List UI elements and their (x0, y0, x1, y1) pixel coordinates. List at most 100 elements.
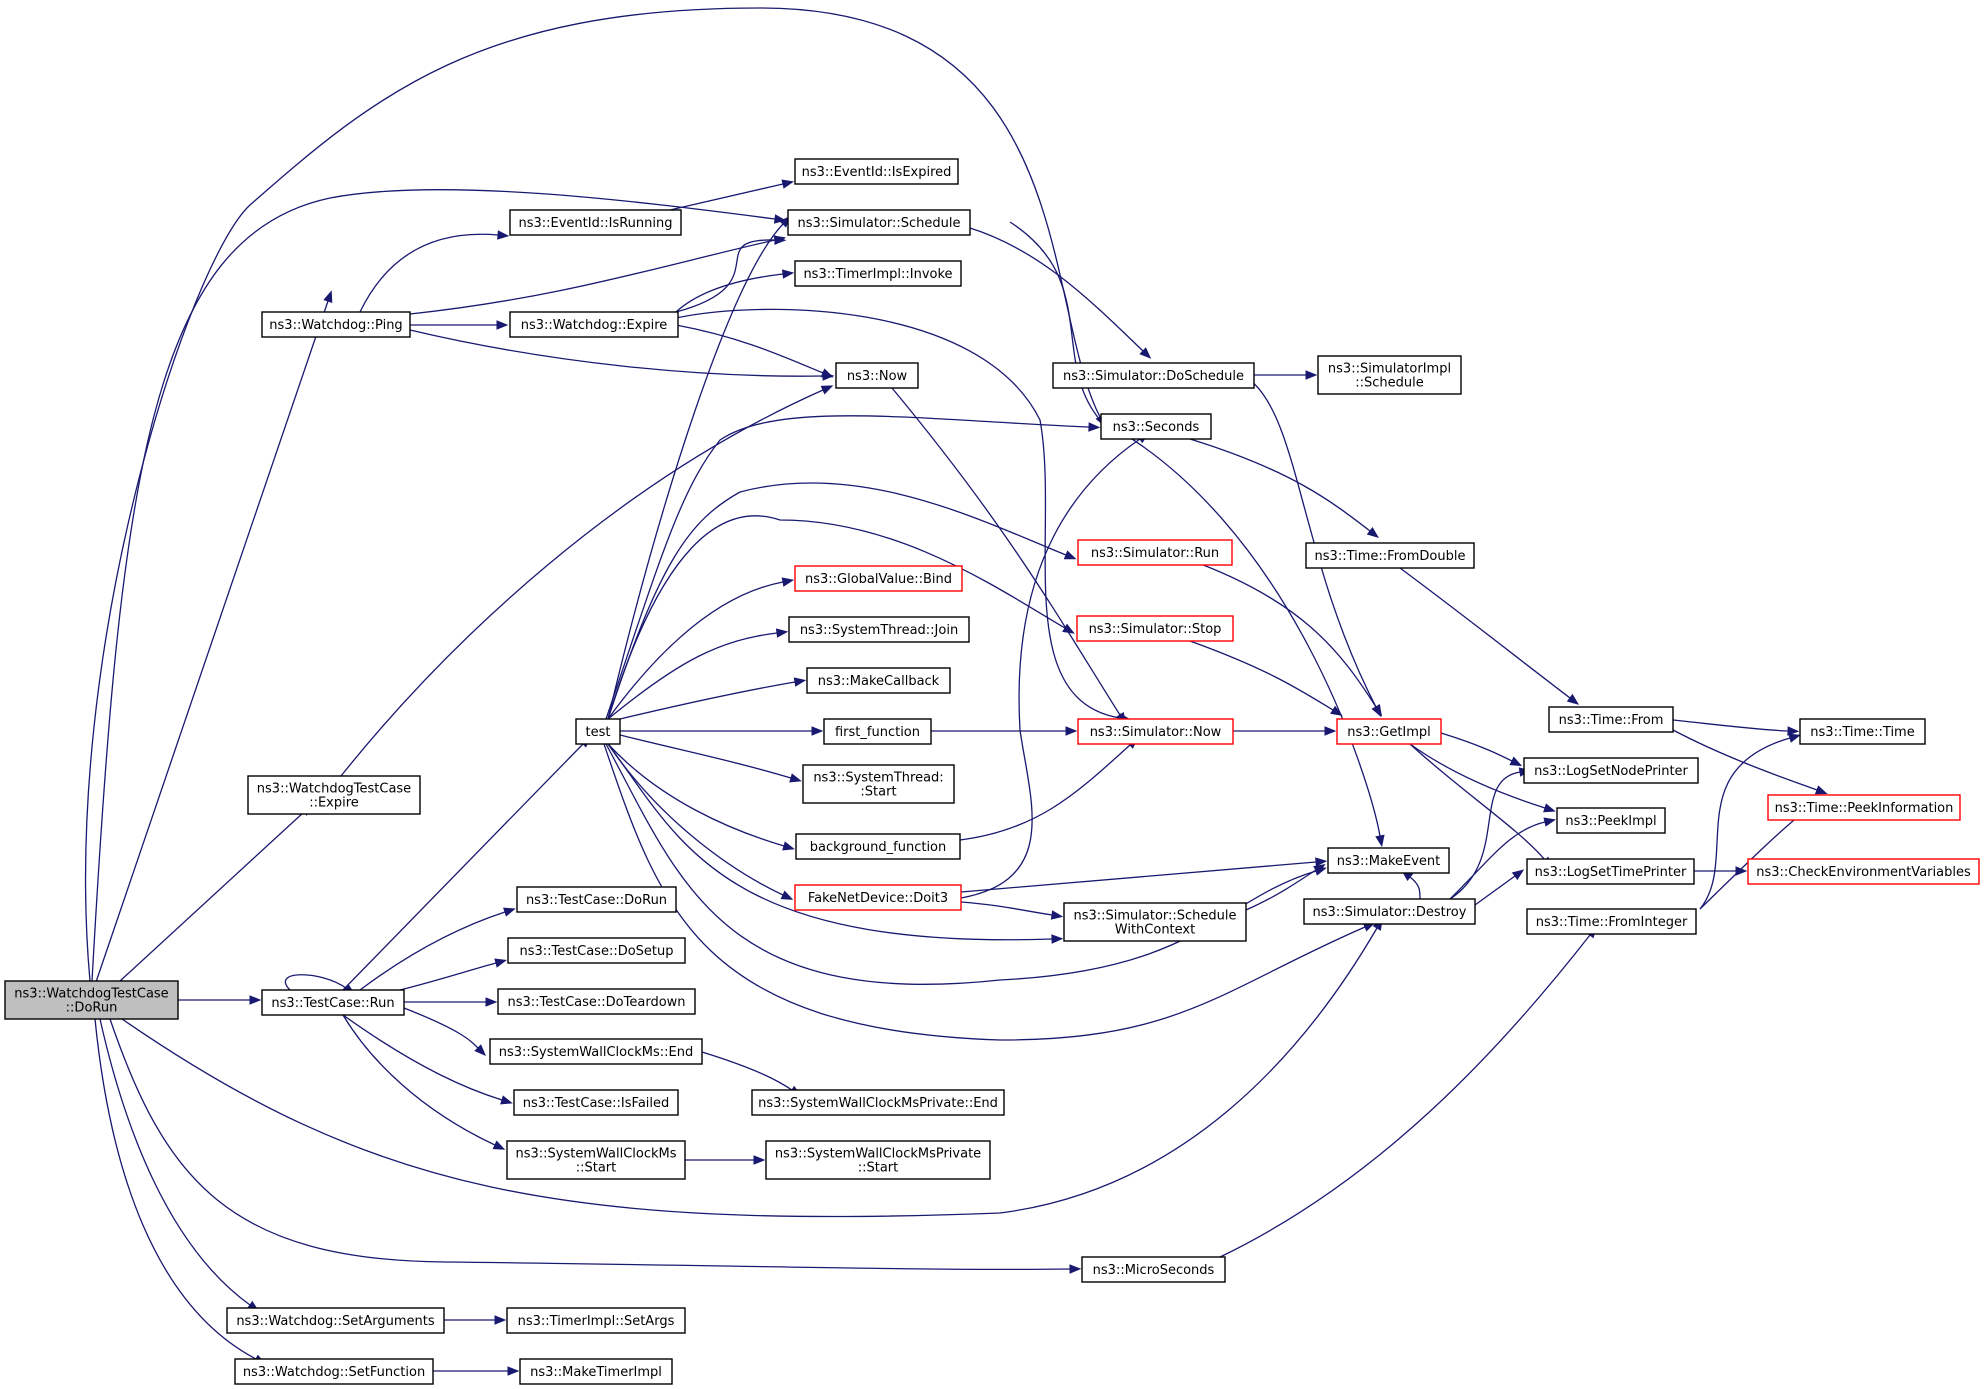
edge-ping-to-is_running (359, 230, 510, 313)
node-label: ns3::CheckEnvironmentVariables (1756, 865, 1971, 880)
node-wtc-expire[interactable]: ns3::WatchdogTestCase::Expire (247, 775, 421, 815)
edge-tc_run-to-swc_end (403, 1007, 487, 1057)
node-seconds[interactable]: ns3::Seconds (1100, 413, 1212, 440)
edge-micro-to-from_integer (1219, 926, 1597, 1258)
node-peek-info[interactable]: ns3::Time::PeekInformation (1767, 794, 1961, 821)
edge-set_args-to-timer_setargs (444, 1315, 507, 1325)
edge-ping-to-sim_schedule (409, 235, 787, 315)
node-peek-impl[interactable]: ns3::PeekImpl (1556, 807, 1666, 834)
node-timer-invoke[interactable]: ns3::TimerImpl::Invoke (794, 260, 962, 287)
node-box (234, 1358, 434, 1385)
node-sim-run[interactable]: ns3::Simulator::Run (1077, 539, 1233, 566)
node-tc-dorun[interactable]: ns3::TestCase::DoRun (516, 886, 677, 913)
node-check-env[interactable]: ns3::CheckEnvironmentVariables (1747, 858, 1980, 885)
node-swc-start[interactable]: ns3::SystemWallClockMs::Start (506, 1140, 686, 1180)
node-box (506, 1140, 686, 1180)
edge-tc_run-to-tc_dorun (359, 907, 516, 991)
edge-root-to-sim_destroy (121, 918, 1383, 1218)
node-from-integer[interactable]: ns3::Time::FromInteger (1526, 908, 1697, 935)
node-now[interactable]: ns3::Now (835, 362, 919, 389)
node-box (507, 937, 686, 964)
node-bg-fn[interactable]: background_function (795, 833, 961, 860)
node-label: ns3::SimulatorImpl (1328, 362, 1451, 377)
node-box (795, 833, 961, 860)
edge-bg_fn-to-sim_now (959, 737, 1139, 841)
node-fake-doit[interactable]: FakeNetDevice::Doit3 (794, 884, 962, 911)
node-label: WithContext (1115, 923, 1195, 938)
edge-test-to-make_cb (619, 677, 807, 720)
node-ping[interactable]: ns3::Watchdog::Ping (261, 311, 411, 338)
node-time-time[interactable]: ns3::Time::Time (1799, 718, 1926, 745)
node-sim-now[interactable]: ns3::Simulator::Now (1077, 718, 1234, 745)
node-box (765, 1140, 991, 1180)
node-st-start[interactable]: ns3::SystemThread::Start (802, 764, 955, 804)
edge-test-to-sim_swc (607, 743, 1064, 944)
node-tc-doteardown[interactable]: ns3::TestCase::DoTeardown (497, 988, 696, 1015)
edge-swc_start-to-swcp_start (685, 1155, 766, 1165)
node-log-node[interactable]: ns3::LogSetNodePrinter (1523, 757, 1699, 784)
node-swcp-end[interactable]: ns3::SystemWallClockMsPrivate::End (751, 1089, 1005, 1116)
node-label: ns3::TestCase::IsFailed (523, 1096, 670, 1111)
edge-seconds-to-from_double (1189, 438, 1379, 538)
node-swc-end[interactable]: ns3::SystemWallClockMs::End (489, 1038, 703, 1065)
node-simimpl-sched[interactable]: ns3::SimulatorImpl::Schedule (1317, 355, 1462, 395)
node-sim-stop[interactable]: ns3::Simulator::Stop (1076, 615, 1234, 642)
node-box (261, 311, 411, 338)
node-sim-schedule[interactable]: ns3::Simulator::Schedule (787, 209, 971, 236)
edge-sim_now-to-get_impl (1233, 726, 1337, 736)
edge-tc_run-to-tc_dosetup (399, 958, 507, 991)
edge-get_impl-to-peek_impl (1409, 743, 1556, 813)
node-label: ns3::SystemWallClockMsPrivate::End (758, 1096, 998, 1111)
node-set-args[interactable]: ns3::Watchdog::SetArguments (226, 1307, 445, 1334)
node-box (4, 980, 179, 1020)
node-label: ns3::MicroSeconds (1093, 1263, 1215, 1278)
node-make-timer[interactable]: ns3::MakeTimerImpl (519, 1358, 673, 1385)
node-label: ns3::Time::FromInteger (1536, 915, 1688, 930)
node-time-from[interactable]: ns3::Time::From (1548, 706, 1674, 733)
edge-test-to-bg_fn (607, 743, 795, 851)
node-box (1526, 858, 1695, 885)
node-label: ns3::LogSetNodePrinter (1534, 764, 1688, 779)
node-label: ns3::SystemWallClockMs (515, 1147, 676, 1162)
node-label: ns3::Simulator::Schedule (1073, 909, 1236, 924)
node-timer-setargs[interactable]: ns3::TimerImpl::SetArgs (506, 1307, 686, 1334)
node-tc-isfailed[interactable]: ns3::TestCase::IsFailed (513, 1089, 679, 1116)
node-st-join[interactable]: ns3::SystemThread::Join (788, 616, 970, 643)
node-swcp-start[interactable]: ns3::SystemWallClockMsPrivate::Start (765, 1140, 991, 1180)
node-label: ns3::EventId::IsExpired (802, 165, 952, 180)
node-sim-destroy[interactable]: ns3::Simulator::Destroy (1303, 898, 1476, 925)
node-box (1336, 718, 1442, 745)
node-is-expired[interactable]: ns3::EventId::IsExpired (794, 158, 959, 185)
node-tc-dosetup[interactable]: ns3::TestCase::DoSetup (507, 937, 686, 964)
edge-wd_expire-to-now (675, 324, 834, 378)
node-test[interactable]: test (575, 718, 621, 745)
node-first-fn[interactable]: first_function (823, 718, 932, 745)
node-root[interactable]: ns3::WatchdogTestCase::DoRun (4, 980, 179, 1020)
node-box (1317, 355, 1462, 395)
node-box (787, 209, 971, 236)
node-get-impl[interactable]: ns3::GetImpl (1336, 718, 1442, 745)
edge-fake_doit-to-make_event (960, 857, 1328, 893)
node-label: ns3::Time::PeekInformation (1775, 801, 1954, 816)
node-box (519, 1358, 673, 1385)
node-make-event[interactable]: ns3::MakeEvent (1327, 847, 1450, 874)
node-box (1556, 807, 1666, 834)
node-from-double[interactable]: ns3::Time::FromDouble (1305, 542, 1475, 569)
edge-sim_destroy-to-log_time (1474, 869, 1525, 906)
node-make-cb[interactable]: ns3::MakeCallback (806, 667, 951, 694)
node-is-running[interactable]: ns3::EventId::IsRunning (509, 209, 682, 236)
node-gv-bind[interactable]: ns3::GlobalValue::Bind (794, 565, 963, 592)
node-tc-run[interactable]: ns3::TestCase::Run (261, 989, 405, 1016)
node-sim-doschedule[interactable]: ns3::Simulator::DoSchedule (1052, 362, 1255, 389)
node-set-func[interactable]: ns3::Watchdog::SetFunction (234, 1358, 434, 1385)
node-log-time[interactable]: ns3::LogSetTimePrinter (1526, 858, 1695, 885)
node-micro[interactable]: ns3::MicroSeconds (1081, 1256, 1226, 1283)
node-label: ns3::Time::Time (1810, 725, 1914, 740)
node-wd-expire[interactable]: ns3::Watchdog::Expire (509, 311, 679, 338)
edge-root-to-ping (95, 290, 333, 983)
node-box (1100, 413, 1212, 440)
node-label: ns3::Watchdog::SetArguments (236, 1314, 435, 1329)
node-box (794, 565, 963, 592)
